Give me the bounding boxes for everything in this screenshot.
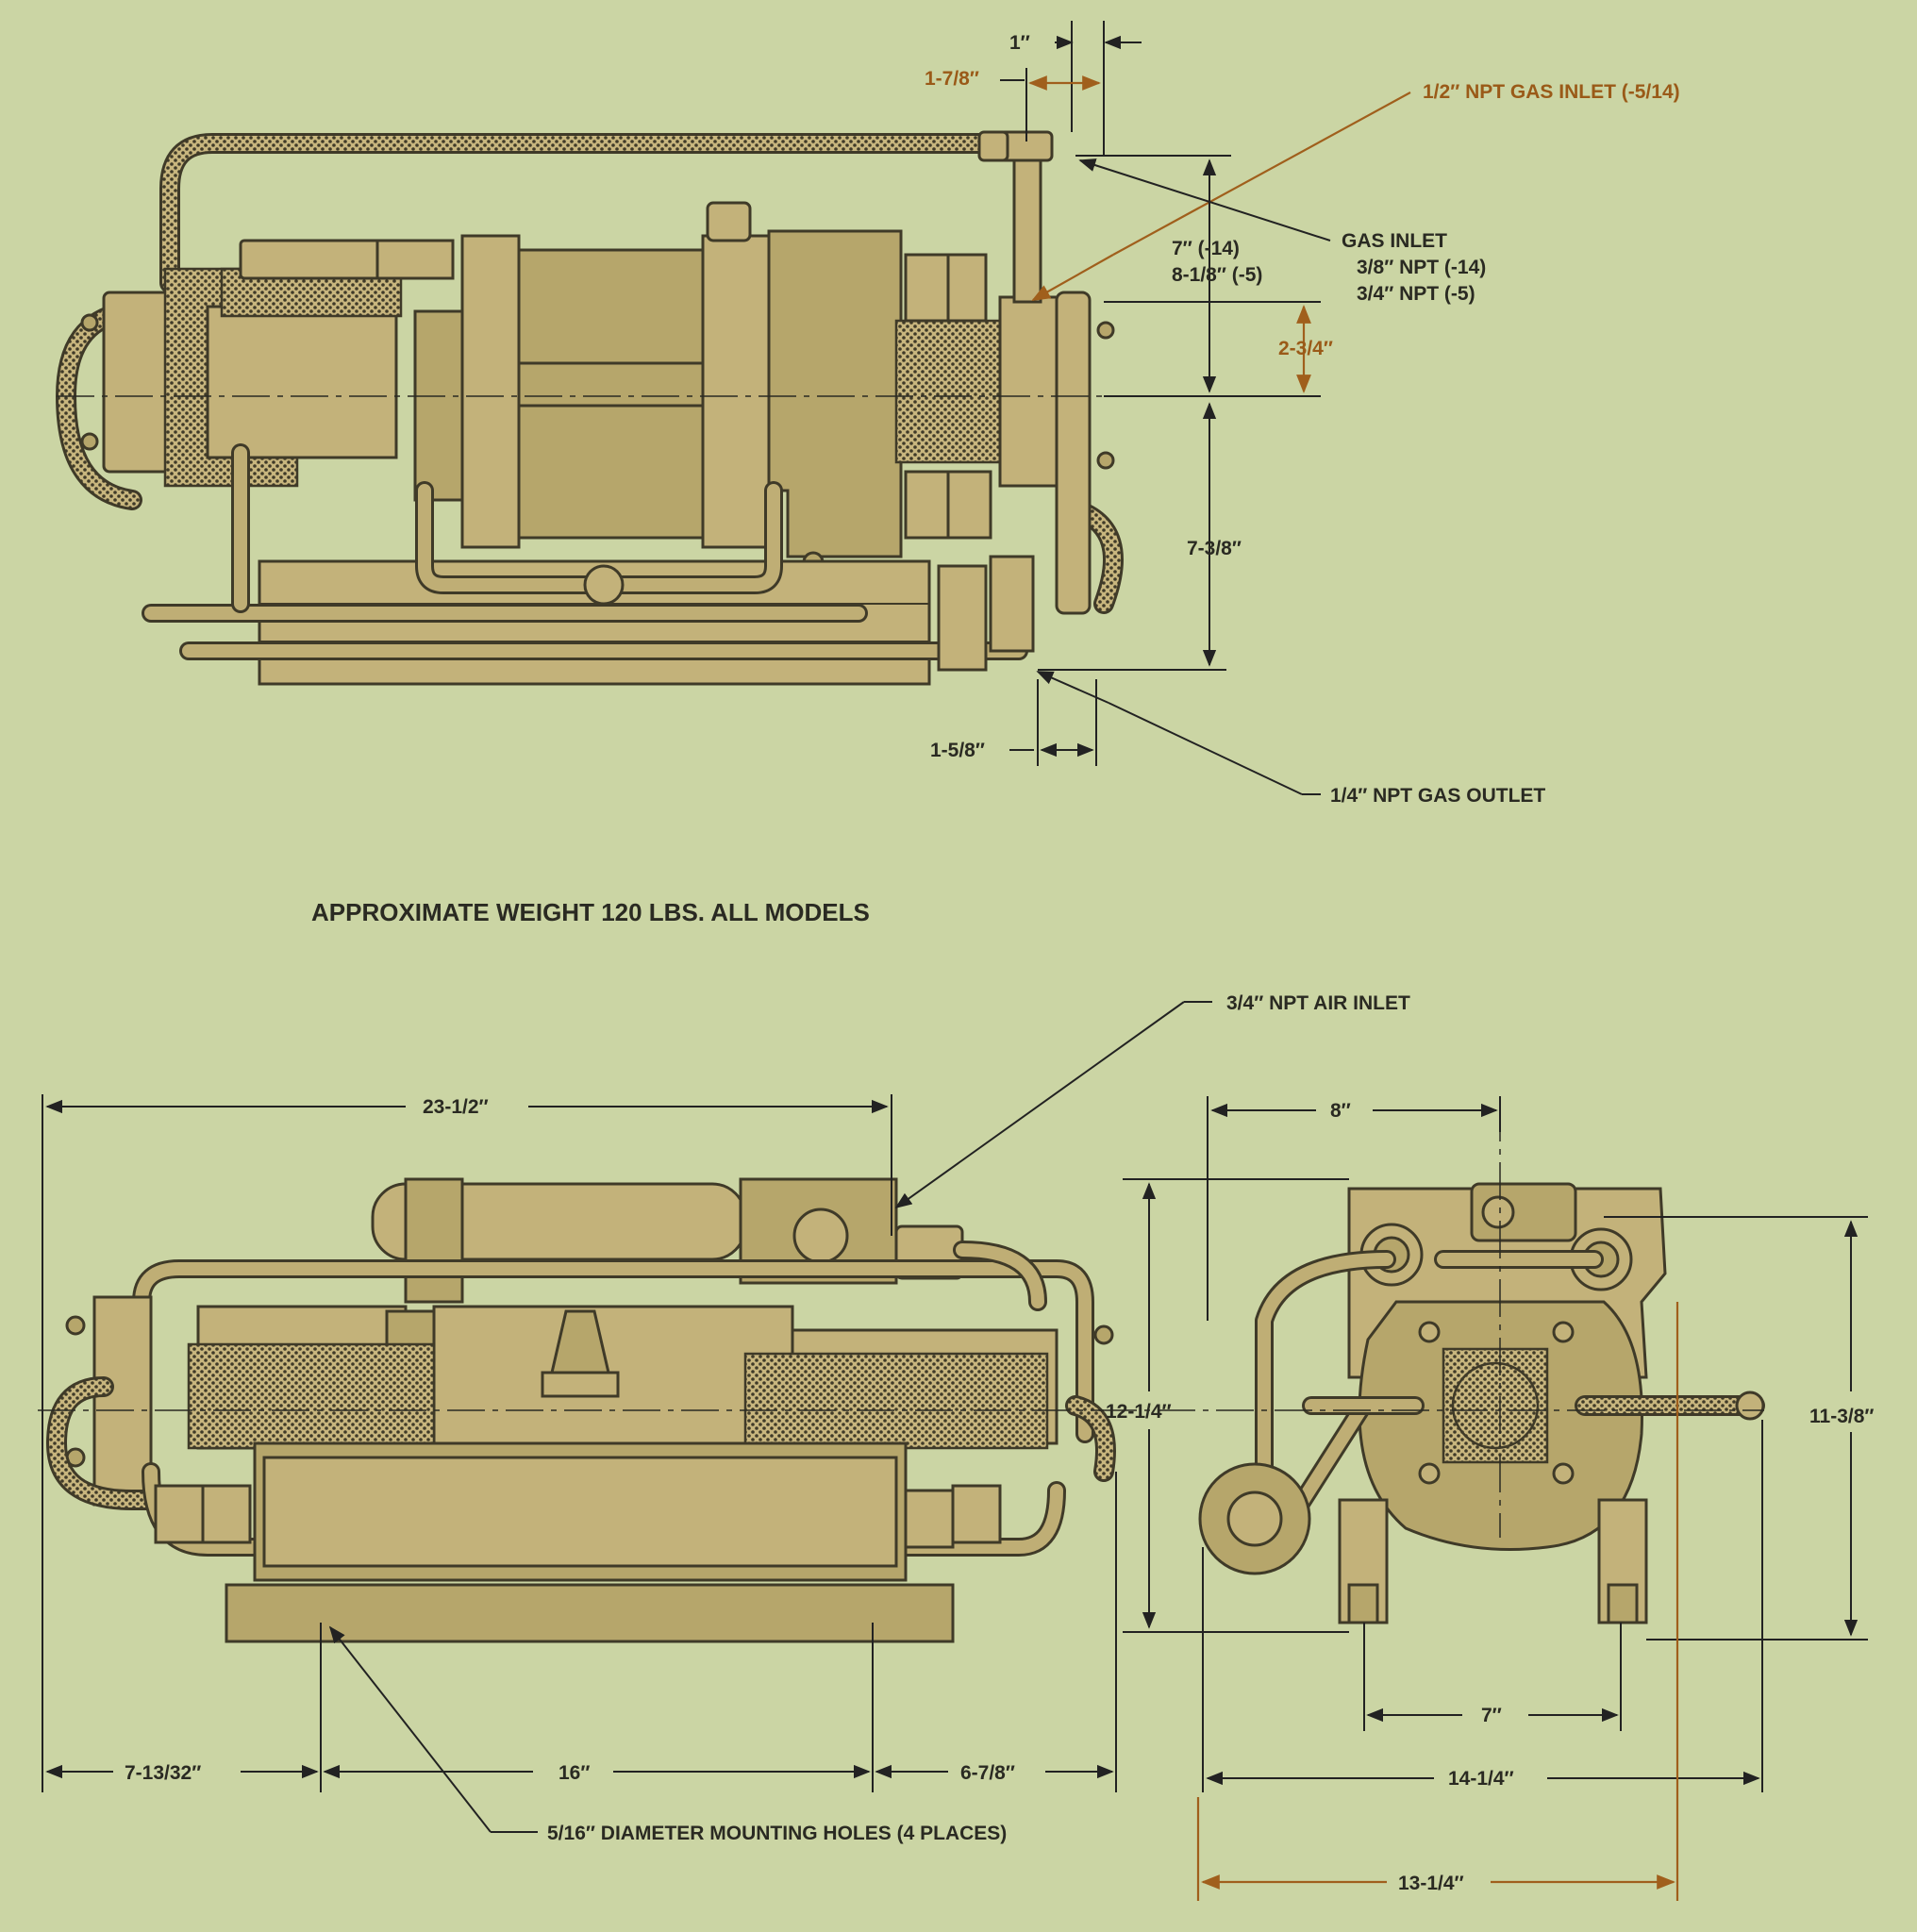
dim-12-1-4-label: 12-1/4′′	[1106, 1401, 1172, 1423]
gas-inlet-title: GAS INLET	[1342, 230, 1447, 252]
dim-2-3-4-label: 2-3/4′′	[1278, 338, 1333, 359]
front-view-dimensions	[42, 1001, 1212, 1833]
dim-14-1-4-label: 14-1/4′′	[1448, 1768, 1514, 1790]
dim-11-3-8-label: 11-3/8′′	[1809, 1406, 1874, 1427]
gas-inlet-38-label: 3/8′′ NPT (-14)	[1357, 257, 1486, 278]
top-view-pump	[56, 130, 1226, 686]
dim-7-14-label: 7′′ (-14)	[1172, 238, 1240, 259]
dim-6-7-8-label: 6-7/8′′	[960, 1762, 1015, 1784]
front-view-pump	[38, 1177, 1116, 1643]
weight-title: APPROXIMATE WEIGHT 120 LBS. ALL MODELS	[311, 898, 870, 926]
gas-outlet-label: 1/4′′ NPT GAS OUTLET	[1330, 785, 1545, 807]
dim-1-5-8-label: 1-5/8′′	[930, 740, 985, 761]
top-view-dimensions	[1000, 21, 1411, 795]
dim-7-13-32-label: 7-13/32′′	[125, 1762, 201, 1784]
dim-16-label: 16′′	[558, 1762, 590, 1784]
dim-13-1-4-label: 13-1/4′′	[1398, 1873, 1464, 1894]
dim-1in-label: 1′′	[1009, 32, 1030, 54]
dim-8-1-8-label: 8-1/8′′ (-5)	[1172, 264, 1262, 286]
top-view-labels: 1′′ 1-7/8′′ 1/2′′ NPT GAS INLET (-5/14) …	[925, 32, 1680, 807]
mounting-holes-label: 5/16′′ DIAMETER MOUNTING HOLES (4 PLACES…	[547, 1823, 1007, 1844]
air-inlet-label: 3/4′′ NPT AIR INLET	[1226, 992, 1410, 1014]
dim-7-label: 7′′	[1481, 1705, 1502, 1726]
dim-23-1-2-label: 23-1/2′′	[423, 1096, 489, 1118]
dim-7-3-8-label: 7-3/8′′	[1187, 538, 1242, 559]
side-view-dimensions	[1123, 1096, 1868, 1901]
dim-1-7-8-label: 1-7/8′′	[925, 68, 979, 90]
gas-inlet-34-label: 3/4′′ NPT (-5)	[1357, 283, 1475, 305]
front-view-labels: 3/4′′ NPT AIR INLET 23-1/2′′ 7-13/32′′ 1…	[125, 992, 1410, 1844]
side-view-labels: 8′′ 12-1/4′′ 11-3/8′′ 7′′ 14-1/4′′ 13-1/…	[1106, 1100, 1874, 1894]
side-view-pump	[1099, 1104, 1765, 1624]
half-npt-gas-inlet-label: 1/2′′ NPT GAS INLET (-5/14)	[1423, 81, 1680, 103]
dim-8-label: 8′′	[1330, 1100, 1351, 1122]
